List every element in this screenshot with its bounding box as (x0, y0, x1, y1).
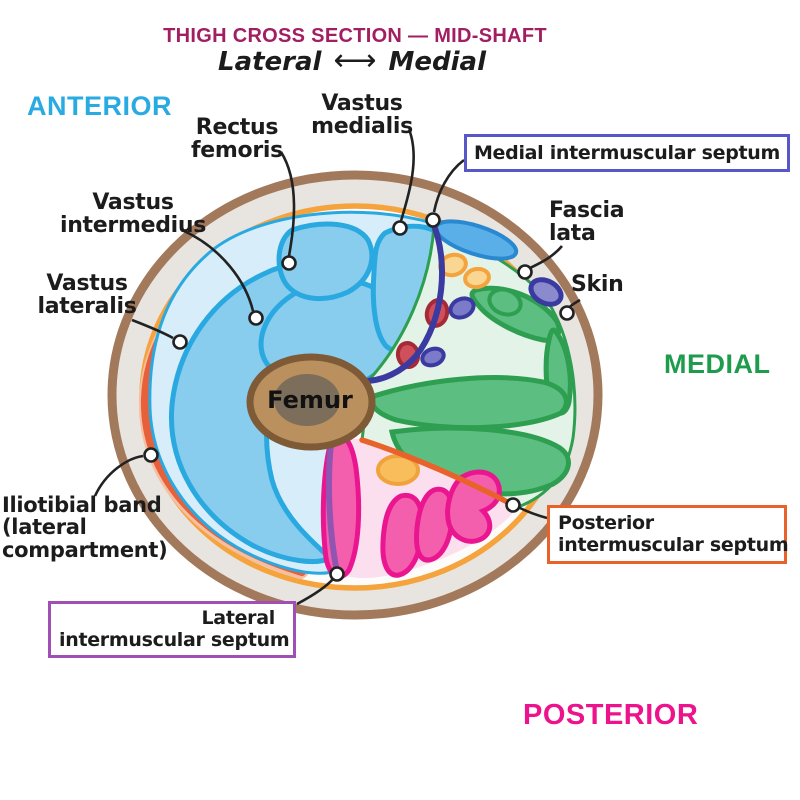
leader-rectus-femoris (279, 151, 296, 257)
lateral-intermuscular-septum-line (326, 441, 340, 575)
medial-septum-callout-box: Medial intermuscular septum (464, 134, 790, 173)
skin-label: Skin (571, 272, 624, 297)
leader-vastus-medialis (399, 131, 415, 222)
anterior-region-label: ANTERIOR (27, 91, 172, 121)
adductor-muscle-4 (369, 375, 569, 431)
posterior-region-label: POSTERIOR (523, 699, 699, 731)
leader-endpoints (143, 212, 575, 582)
femur-label: Femur (267, 386, 353, 414)
fascia-lata-label: Fascia lata (549, 198, 625, 247)
adductor-muscle-2 (487, 287, 523, 317)
vessel-orange-2 (463, 266, 491, 290)
vein-2 (420, 346, 446, 368)
leader-vastus-lateralis (131, 318, 174, 340)
lateral-direction-label: Lateral (218, 47, 322, 78)
medial-intermuscular-septum-line (365, 220, 446, 384)
orientation-row: Lateral ⟷ Medial (218, 43, 486, 78)
lateral-septum-callout-box: Lateral intermuscular septum (48, 601, 296, 658)
iliotibial-band-label: Iliotibial band (lateral compartment) (2, 493, 168, 562)
leader-iliotibial-band (93, 454, 144, 497)
vastus-medialis-label: Vastus medialis (311, 91, 413, 140)
femur-medullary-cavity (274, 374, 340, 426)
leader-posterior-septum (519, 506, 548, 520)
rectus-femoris-muscle (276, 221, 375, 301)
medial-septum-callout-text: Medial intermuscular septum (473, 142, 781, 164)
sciatic-nerve (376, 454, 420, 486)
leader-fascia-lata (529, 245, 563, 270)
posterior-septum-callout-box: Posterior intermuscular septum (547, 505, 789, 564)
vastus-lateralis-label: Vastus lateralis (37, 271, 137, 320)
leader-vastus-intermedius (181, 228, 255, 312)
leader-lines (93, 131, 581, 606)
medial-direction-label: Medial (388, 47, 486, 78)
vastus-intermedius-label: Vastus intermedius (59, 190, 207, 239)
medial-region-label: MEDIAL (664, 349, 771, 379)
saphenous-vein (528, 277, 564, 307)
lateral-medial-arrow-icon: ⟷ (333, 43, 377, 78)
leader-medial-septum (432, 158, 465, 213)
vein-1 (448, 296, 476, 320)
leader-lateral-septum (296, 578, 334, 606)
posterior-intermuscular-septum-line (359, 437, 520, 510)
diagram-title: THIGH CROSS SECTION — MID-SHAFT (163, 25, 547, 47)
rectus-femoris-label: Rectus femoris (191, 115, 283, 164)
